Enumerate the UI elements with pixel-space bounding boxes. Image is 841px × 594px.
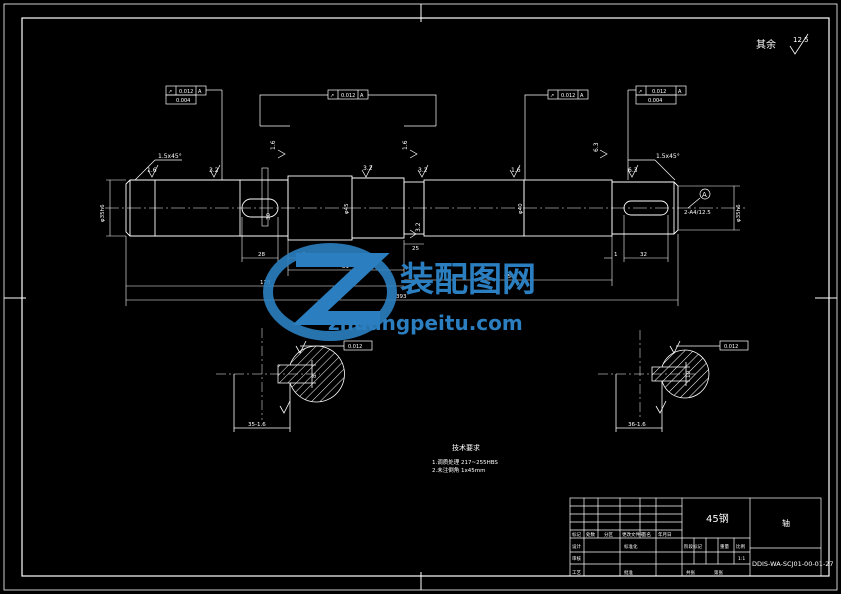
svg-text:1:1: 1:1 [738,556,745,562]
svg-text:36-1.6: 36-1.6 [628,422,646,428]
svg-text:A: A [580,93,584,99]
dimension-lines [106,176,740,306]
shaft-main-view [105,167,745,241]
dimension-texts: 28 7 81 95 178 393 32 1 25 φ35h6 φ35h6 φ… [100,203,742,300]
technical-notes: 技术要求 1.调质处理 217~255HBS 2.未注倒角 1x45mm [432,443,498,474]
svg-text:阶段标记: 阶段标记 [684,543,702,550]
svg-text:年月日: 年月日 [658,531,672,538]
svg-text:2-A4/12.5: 2-A4/12.5 [684,210,711,216]
drawing-frame [3,3,838,591]
svg-text:A: A [678,89,682,95]
svg-text:共张: 共张 [686,569,695,576]
surface-mark-texts: 1.5x45° 1.5x45° 1.6 3.2 1.6 3.2 1.6 3.2 … [147,140,680,232]
roughness-value: 12.5 [793,36,809,44]
svg-text:3.2: 3.2 [363,165,373,172]
svg-text:A: A [198,89,202,95]
watermark-url: zhuangpeitu.com [328,311,523,335]
svg-text:0.012: 0.012 [652,89,666,95]
svg-text:32: 32 [640,252,647,258]
surface-marks [134,149,676,239]
svg-text:3.2: 3.2 [209,167,219,174]
svg-text:0.004: 0.004 [176,98,190,104]
svg-text:1.6: 1.6 [402,140,409,150]
svg-text:3.2: 3.2 [418,167,428,174]
svg-text:φ45: φ45 [344,203,350,214]
svg-text:1.6: 1.6 [511,167,521,174]
title-block-texts: 45钢 轴 DDIS-WA-SCJ01-00-01-27 标记 处数 分区 更改… [572,512,834,576]
section-view-right [598,330,710,432]
svg-text:6.3: 6.3 [593,142,600,152]
svg-text:φ35h6: φ35h6 [100,204,106,222]
svg-text:分区: 分区 [604,531,613,538]
svg-text:标记: 标记 [572,531,581,538]
watermark-cn: 装配图网 [400,260,536,300]
svg-text:↗: ↗ [330,93,334,99]
svg-text:↗: ↗ [638,89,642,95]
svg-text:6.3: 6.3 [628,167,638,174]
svg-text:30: 30 [266,213,272,220]
drawing-number: DDIS-WA-SCJ01-00-01-27 [752,560,834,568]
svg-text:处数: 处数 [586,531,595,538]
material: 45钢 [706,512,729,525]
tolerance-frame-texts: ↗ 0.012 A 0.004 ↗ 0.012 A ↗ 0.012 A ↗ 0.… [168,89,738,350]
svg-text:↗: ↗ [550,93,554,99]
notes-title: 技术要求 [452,443,480,452]
svg-text:A: A [360,93,364,99]
svg-text:3.2: 3.2 [415,222,422,232]
svg-text:φ35h6: φ35h6 [736,204,742,222]
svg-text:0.012: 0.012 [348,344,362,350]
section-view-left [216,328,345,432]
svg-text:0.004: 0.004 [648,98,662,104]
svg-text:φ40: φ40 [518,203,524,214]
svg-text:25: 25 [412,246,419,252]
svg-text:签名: 签名 [642,531,651,538]
svg-text:A: A [702,191,707,199]
notes-line1: 1.调质处理 217~255HBS [432,458,498,466]
svg-text:标准化: 标准化 [624,543,638,550]
svg-text:设计: 设计 [572,543,581,550]
svg-text:1.6: 1.6 [270,140,277,150]
part-name: 轴 [782,518,790,528]
svg-text:↗: ↗ [168,89,172,95]
svg-text:更改文件号: 更改文件号 [622,531,645,538]
section-texts: 35-1.6 36-1.6 8 10 [248,371,692,428]
svg-text:0.012: 0.012 [561,93,575,99]
watermark: 装配图网 zhuangpeitu.com [263,243,536,341]
svg-text:1.5x45°: 1.5x45° [158,153,182,160]
svg-text:0.012: 0.012 [341,93,355,99]
svg-text:1.6: 1.6 [147,167,157,174]
svg-text:批准: 批准 [624,569,633,576]
svg-text:95: 95 [504,274,511,280]
svg-text:0.012: 0.012 [179,89,193,95]
svg-text:审核: 审核 [572,555,581,562]
svg-text:比例: 比例 [736,543,745,550]
svg-text:8: 8 [312,374,318,378]
svg-text:重量: 重量 [720,543,729,550]
roughness-label: 其余 [756,38,776,51]
svg-text:10: 10 [686,371,692,378]
svg-text:35-1.6: 35-1.6 [248,422,266,428]
roughness-symbol [789,33,809,55]
svg-text:1: 1 [614,252,618,258]
svg-text:28: 28 [258,252,265,258]
svg-text:393: 393 [396,294,407,300]
datum-marker: A [687,188,711,209]
svg-text:第张: 第张 [714,569,723,576]
notes-line2: 2.未注倒角 1x45mm [432,466,485,474]
svg-text:工艺: 工艺 [572,570,581,576]
svg-text:1.5x45°: 1.5x45° [656,153,680,160]
roughness-note: 其余 12.5 [756,33,809,55]
title-block [569,497,822,577]
svg-text:0.012: 0.012 [724,344,738,350]
tolerance-frames [165,85,749,351]
